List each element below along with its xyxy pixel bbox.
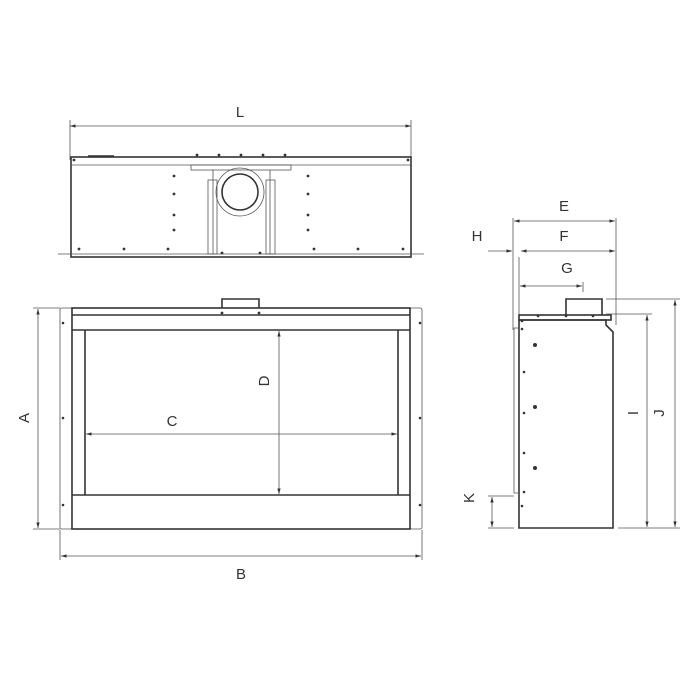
label-b: B (236, 566, 246, 583)
side-view: E F H G I J K (461, 198, 680, 529)
top-view-fasteners (72, 153, 410, 255)
label-a: A (16, 413, 33, 423)
label-g: G (561, 260, 573, 277)
label-l: L (236, 104, 244, 121)
label-f: F (559, 228, 568, 245)
label-j: J (651, 409, 668, 417)
label-h: H (472, 228, 483, 245)
top-view: L (58, 104, 424, 258)
label-c: C (167, 413, 178, 430)
flue-collar-icon (215, 167, 265, 217)
label-d: D (256, 375, 273, 386)
label-e: E (559, 198, 569, 215)
label-i: I (625, 411, 642, 415)
label-k: K (461, 493, 478, 503)
front-view: A B C D (16, 298, 423, 583)
